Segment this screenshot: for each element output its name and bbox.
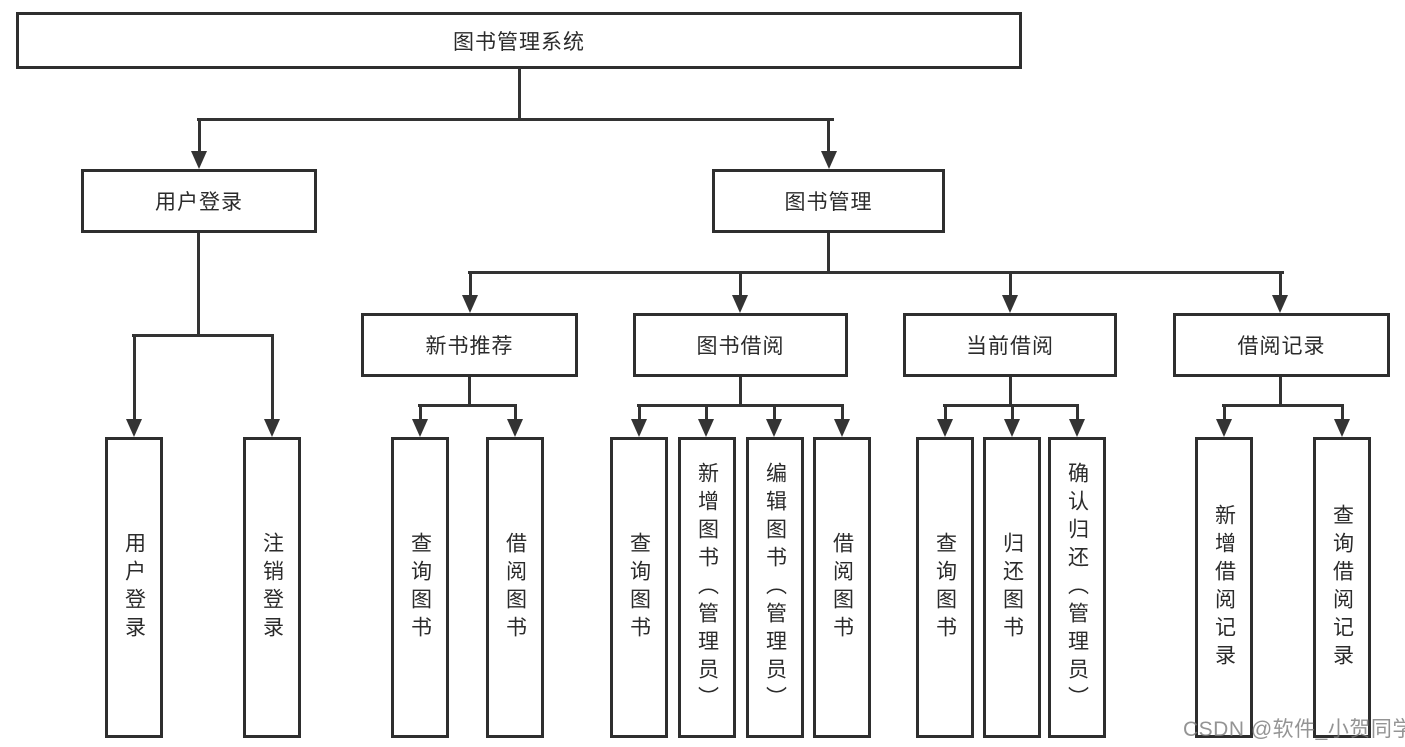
arrow-down-icon	[1069, 419, 1085, 437]
arrow-down-icon	[264, 419, 280, 437]
connector-to-new-book	[469, 271, 472, 296]
leaf-label: 借阅图书	[830, 531, 854, 644]
leaf-borrow-borrow-books: 借阅图书	[813, 437, 871, 738]
node-label: 图书管理	[784, 191, 873, 214]
leaf-recommend-query-books: 查询图书	[391, 437, 449, 738]
arrow-down-icon	[1216, 419, 1232, 437]
connector-to-leaf	[841, 404, 844, 420]
arrow-down-icon	[834, 419, 850, 437]
leaf-label: 新增图书（管理员）	[695, 461, 719, 714]
connector-book-management-trunk	[827, 233, 830, 274]
arrow-down-icon	[1334, 419, 1350, 437]
leaf-borrow-edit-books-admin: 编辑图书（管理员）	[746, 437, 804, 738]
connector-to-book-management	[827, 118, 830, 153]
leaf-label: 查询图书	[627, 531, 651, 644]
connector-to-leaf	[773, 404, 776, 420]
node-borrowing-records: 借阅记录	[1173, 313, 1390, 377]
arrow-down-icon	[1004, 419, 1020, 437]
connector-to-book-borrowing	[739, 271, 742, 296]
connector-borrow-trunk	[739, 377, 742, 407]
leaf-records-add-record: 新增借阅记录	[1195, 437, 1253, 738]
connector-to-leaf	[638, 404, 641, 420]
connector-user-login-trunk	[197, 233, 200, 337]
connector-to-current-borrowing	[1009, 271, 1012, 296]
leaf-recommend-borrow-books: 借阅图书	[486, 437, 544, 738]
connector-to-leaf	[514, 404, 517, 420]
connector-to-leaf	[944, 404, 947, 420]
connector-to-leaf	[419, 404, 422, 420]
node-library-management-system: 图书管理系统	[16, 12, 1022, 69]
connector-to-user-login	[198, 118, 201, 153]
leaf-label: 编辑图书（管理员）	[763, 461, 787, 714]
leaf-records-query-record: 查询借阅记录	[1313, 437, 1371, 738]
arrow-down-icon	[462, 295, 478, 313]
node-new-book-recommendation: 新书推荐	[361, 313, 578, 377]
node-label: 当前借阅	[966, 335, 1054, 358]
arrow-down-icon	[507, 419, 523, 437]
connector-root-split	[197, 118, 834, 121]
arrow-down-icon	[732, 295, 748, 313]
connector-to-leaf	[1223, 404, 1226, 420]
leaf-logout-login: 注销登录	[243, 437, 301, 738]
connector-to-leaf	[705, 404, 708, 420]
arrow-down-icon	[937, 419, 953, 437]
connector-records-trunk	[1279, 377, 1282, 407]
leaf-current-return-books: 归还图书	[983, 437, 1041, 738]
leaf-user-login: 用户登录	[105, 437, 163, 738]
leaf-label: 查询借阅记录	[1330, 503, 1354, 672]
connector-records-split	[1222, 404, 1344, 407]
leaf-label: 借阅图书	[503, 531, 527, 644]
leaf-borrow-add-books-admin: 新增图书（管理员）	[678, 437, 736, 738]
connector-to-leaf-user-login	[133, 334, 136, 420]
connector-to-leaf	[1076, 404, 1079, 420]
connector-to-leaf-logout	[271, 334, 274, 420]
leaf-label: 归还图书	[1000, 531, 1024, 644]
leaf-borrow-query-books: 查询图书	[610, 437, 668, 738]
connector-to-borrowing-records	[1279, 271, 1282, 296]
connector-current-trunk	[1009, 377, 1012, 407]
leaf-label: 查询图书	[408, 531, 432, 644]
arrow-down-icon	[698, 419, 714, 437]
watermark-text: CSDN @软件_小贺同学	[1183, 718, 1405, 741]
leaf-label: 新增借阅记录	[1212, 503, 1236, 672]
leaf-label: 确认归还（管理员）	[1065, 461, 1089, 714]
node-label: 新书推荐	[425, 335, 514, 358]
connector-borrow-split	[637, 404, 844, 407]
leaf-label: 注销登录	[260, 531, 284, 644]
node-current-borrowing: 当前借阅	[903, 313, 1117, 377]
leaf-current-query-books: 查询图书	[916, 437, 974, 738]
node-label: 图书管理系统	[453, 30, 585, 54]
connector-recommend-split	[418, 404, 517, 407]
arrow-down-icon	[766, 419, 782, 437]
connector-recommend-trunk	[468, 377, 471, 407]
arrow-down-icon	[821, 151, 837, 169]
leaf-current-confirm-return-admin: 确认归还（管理员）	[1048, 437, 1106, 738]
arrow-down-icon	[412, 419, 428, 437]
arrow-down-icon	[1272, 295, 1288, 313]
arrow-down-icon	[126, 419, 142, 437]
node-label: 图书借阅	[696, 335, 785, 358]
connector-to-leaf	[1011, 404, 1014, 420]
connector-book-management-split	[468, 271, 1284, 274]
node-label: 用户登录	[155, 191, 243, 214]
arrow-down-icon	[1002, 295, 1018, 313]
leaf-label: 用户登录	[122, 531, 146, 644]
connector-user-login-split	[132, 334, 274, 337]
arrow-down-icon	[631, 419, 647, 437]
arrow-down-icon	[191, 151, 207, 169]
leaf-label: 查询图书	[933, 531, 957, 644]
node-user-login: 用户登录	[81, 169, 317, 233]
node-book-borrowing: 图书借阅	[633, 313, 848, 377]
connector-root-trunk	[518, 67, 521, 120]
node-label: 借阅记录	[1237, 335, 1326, 358]
connector-to-leaf	[1341, 404, 1344, 420]
node-book-management: 图书管理	[712, 169, 945, 233]
